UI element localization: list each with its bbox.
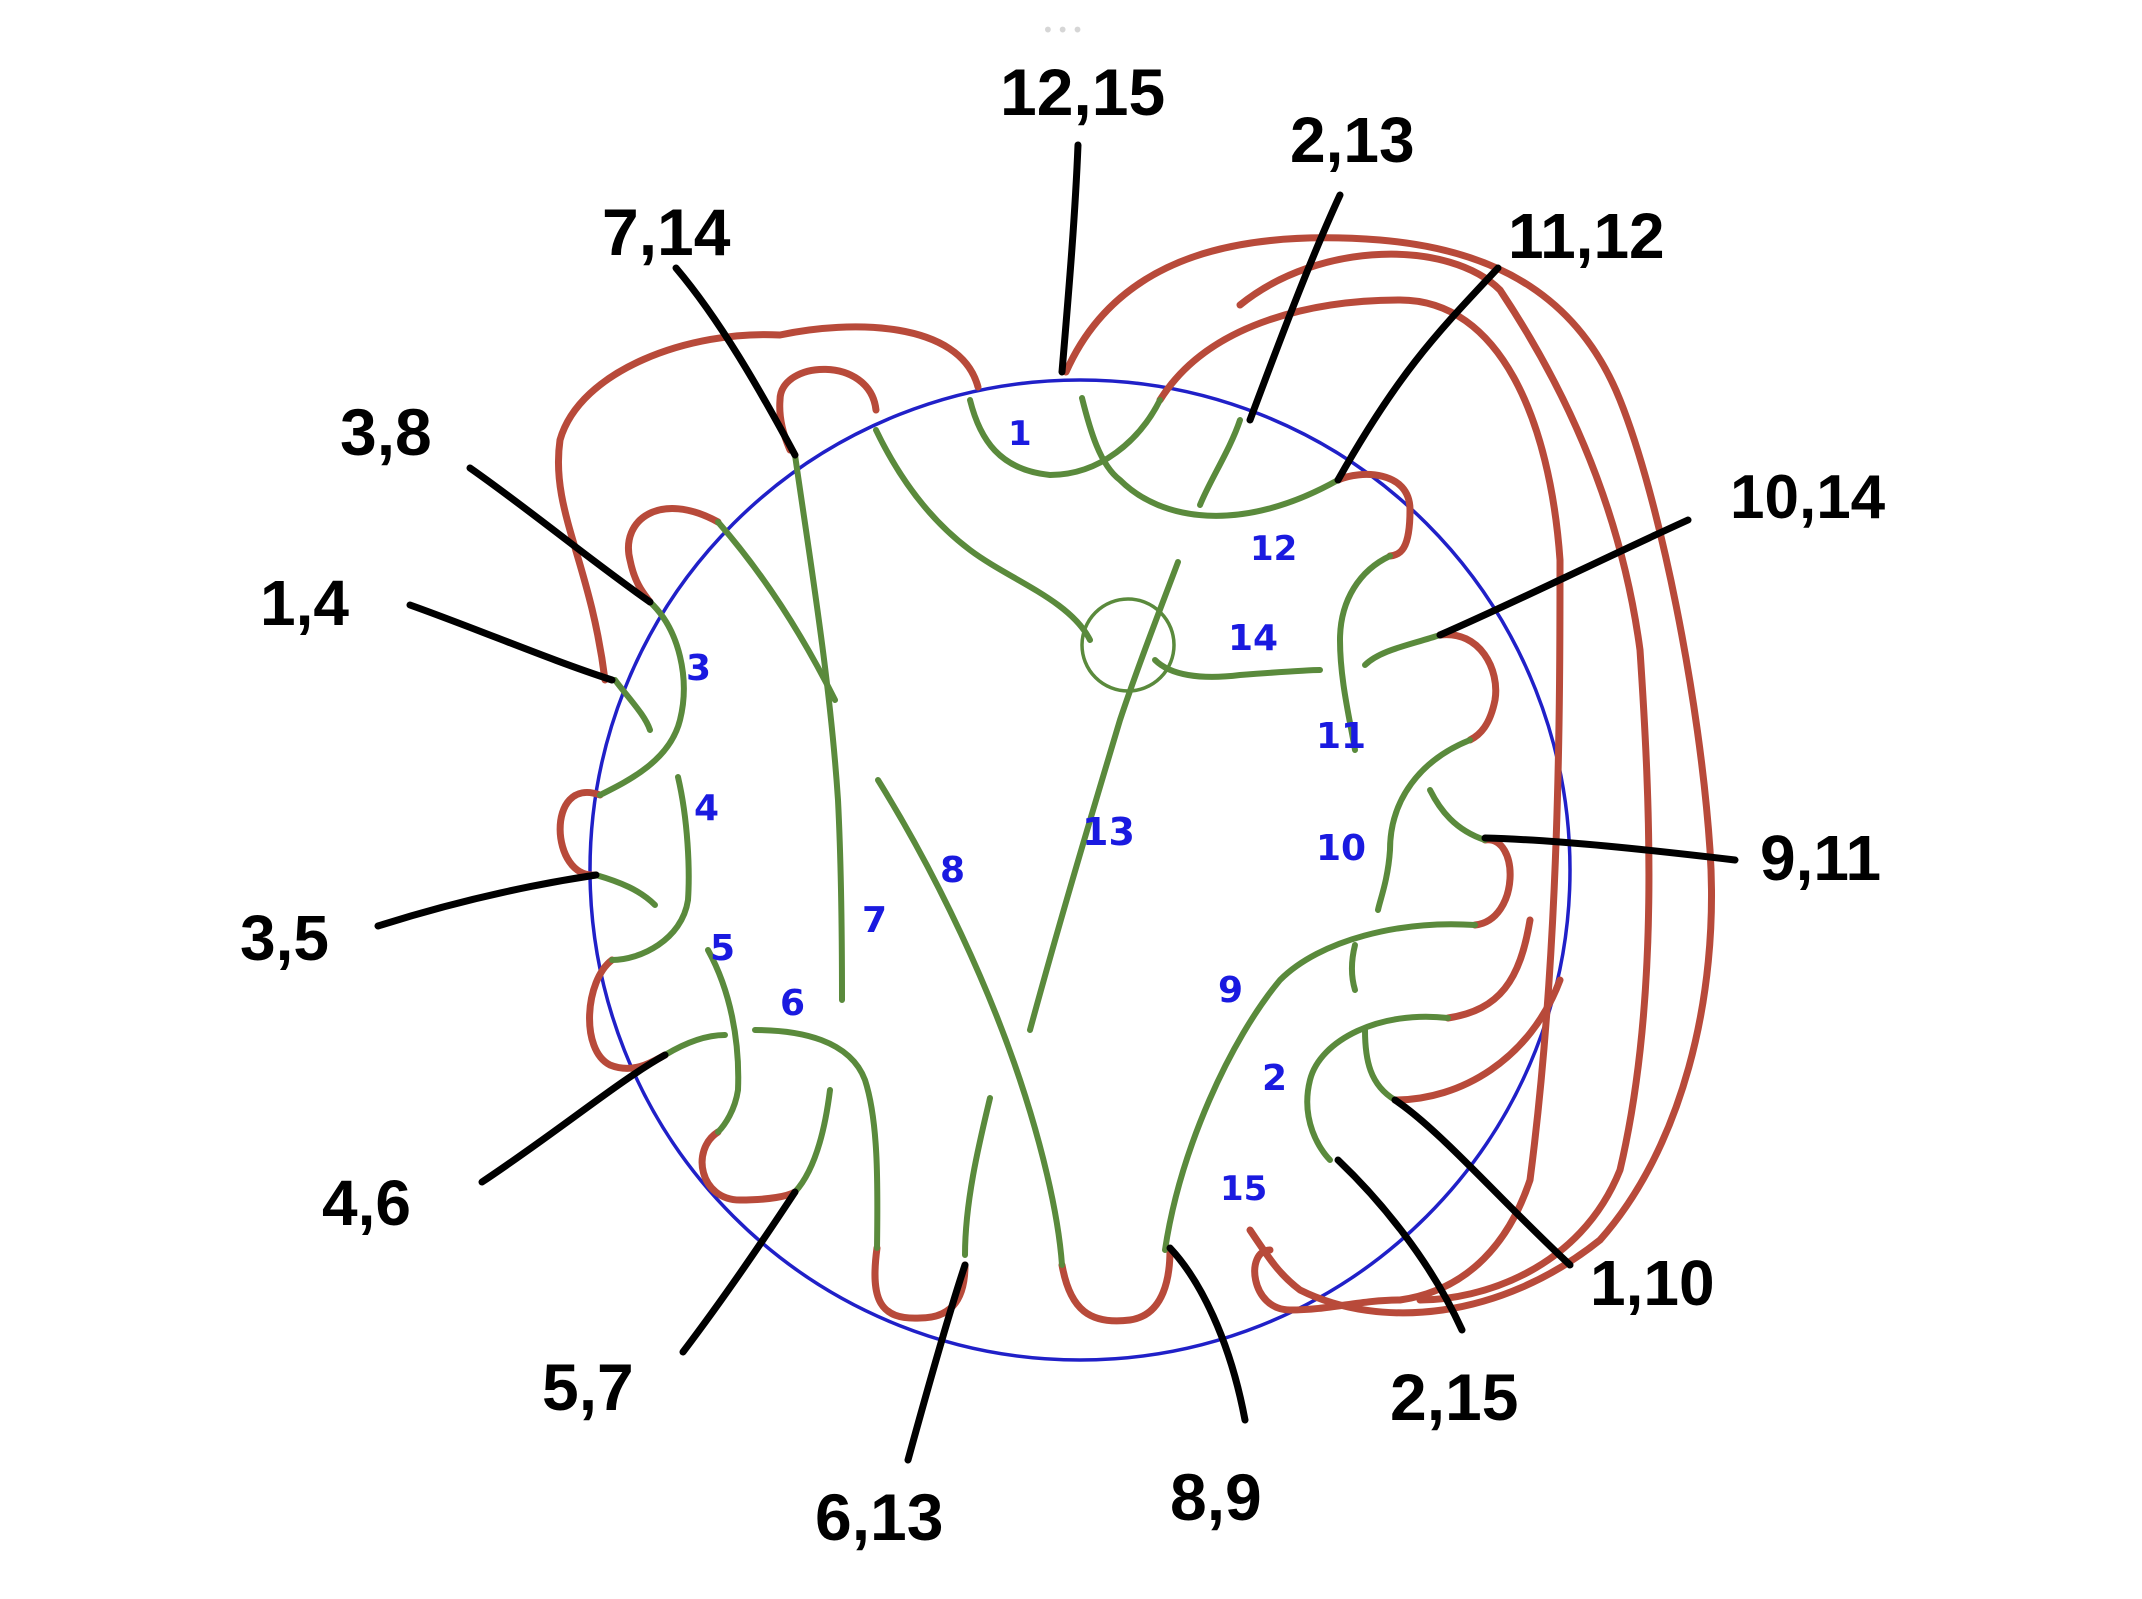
inner-label-7: 7	[862, 900, 887, 941]
arc-right-small-1	[1334, 471, 1414, 560]
outer-label-1-10: 1,10	[1590, 1247, 1715, 1319]
arc-bottom-2	[1058, 1246, 1174, 1325]
outer-label-3-8: 3,8	[340, 395, 432, 469]
strand-3	[597, 599, 687, 798]
arc-right-small-3	[1471, 836, 1514, 929]
strand-14	[1152, 657, 1323, 680]
arc-right-nested-1	[1156, 296, 1564, 1314]
leader-6-13	[904, 1261, 969, 1464]
inner-strands	[593, 395, 1488, 1268]
arc-left-small-2	[556, 789, 604, 879]
leader-11-12	[1334, 264, 1502, 484]
inner-label-12: 12	[1250, 529, 1297, 569]
arc-right-nested-3	[1062, 234, 1716, 1317]
inner-label-9: 9	[1218, 970, 1243, 1011]
strand-10	[1375, 737, 1473, 913]
outer-label-5-7: 5,7	[542, 1350, 634, 1424]
crossing-highlight-ring	[1080, 597, 1176, 693]
inner-label-10: 10	[1316, 828, 1366, 869]
arc-left-small-3	[586, 956, 669, 1072]
arc-right-inner-4	[1444, 916, 1534, 1022]
outer-label-6-13: 6,13	[815, 1480, 943, 1554]
outer-arcs	[554, 234, 1716, 1325]
inner-label-4: 4	[694, 788, 719, 829]
inner-label-13: 13	[1082, 810, 1135, 854]
arc-bottom-left-1	[698, 1128, 799, 1204]
strand-7-upper	[715, 519, 838, 703]
outer-label-9-11: 9,11	[1760, 822, 1881, 894]
leader-4-6	[478, 1051, 669, 1186]
outer-label-7-14: 7,14	[602, 195, 731, 269]
leader-5-7	[679, 1188, 799, 1356]
strand-3c	[593, 872, 658, 908]
strand-9-upper	[1349, 942, 1358, 993]
outer-label-12-15: 12,15	[1000, 55, 1165, 129]
leader-3-8	[466, 464, 654, 606]
inner-label-5: 5	[710, 928, 735, 969]
outer-label-2-13: 2,13	[1290, 104, 1415, 176]
strand-3b	[612, 677, 653, 733]
strand-7	[792, 452, 845, 1003]
outer-label-11-12: 11,12	[1508, 200, 1665, 272]
outer-label-3-5: 3,5	[240, 902, 329, 974]
arc-right-small-2	[1436, 631, 1500, 744]
leader-8-9	[1166, 1244, 1249, 1424]
inner-label-8: 8	[940, 850, 965, 891]
strand-1	[967, 397, 1163, 478]
leader-9-11	[1481, 834, 1739, 864]
arc-right-nested-2	[1236, 250, 1653, 1304]
strand-11	[1362, 632, 1443, 668]
arc-left-large	[554, 323, 982, 684]
strand-12b	[1197, 417, 1243, 508]
arc-right-inner-5	[1391, 976, 1564, 1104]
base-circle	[588, 378, 1572, 1362]
outer-label-1-4: 1,4	[260, 567, 349, 639]
window-handle-dots: •••	[1042, 18, 1087, 42]
strand-5b	[792, 1087, 833, 1195]
arc-top-small	[776, 365, 880, 454]
outer-label-8-9: 8,9	[1170, 1460, 1262, 1534]
strand-11-left	[1337, 553, 1393, 753]
strand-14-upper	[873, 427, 1093, 643]
inner-label-6: 6	[780, 983, 805, 1024]
outer-labels: 12,15 2,13 11,12 10,14 9,11 1,10 2,15 8,…	[240, 55, 1886, 1554]
leader-7-14	[672, 264, 799, 459]
strand-10-right	[1427, 787, 1488, 843]
leader-lines	[374, 141, 1739, 1464]
strand-13	[1027, 559, 1181, 1033]
strand-6	[752, 1027, 881, 1251]
inner-label-3: 3	[686, 648, 711, 689]
strand-6-right	[962, 1095, 993, 1258]
leader-3-5	[374, 871, 600, 930]
inner-label-2: 2	[1262, 1058, 1287, 1099]
arc-bottom-1	[871, 1244, 969, 1322]
leader-1-4	[406, 601, 616, 684]
inner-label-11: 11	[1316, 716, 1366, 757]
outer-label-4-6: 4,6	[322, 1167, 411, 1239]
inner-labels: 1 12 14 11 10 9 2 15 13 8 7 6 5 4 3	[686, 414, 1366, 1209]
inner-label-14: 14	[1228, 618, 1278, 659]
leader-2-13	[1246, 191, 1344, 424]
strand-4	[662, 1032, 728, 1058]
leader-10-14	[1436, 516, 1692, 639]
strand-8	[875, 777, 1065, 1268]
strand-2	[1304, 1013, 1451, 1163]
strand-9	[1162, 921, 1478, 1253]
strand-5	[705, 947, 742, 1135]
inner-label-15: 15	[1220, 1169, 1267, 1209]
inner-label-1: 1	[1008, 414, 1032, 454]
arc-left-small-1	[625, 505, 722, 606]
outer-label-2-15: 2,15	[1390, 1360, 1518, 1434]
leader-12-15	[1058, 141, 1082, 376]
strand-4b	[609, 774, 692, 963]
outer-label-10-14: 10,14	[1730, 463, 1886, 532]
strand-2b	[1362, 1027, 1398, 1103]
leader-2-15	[1334, 1156, 1466, 1334]
leader-1-10	[1391, 1096, 1574, 1269]
strand-12	[1079, 395, 1341, 519]
